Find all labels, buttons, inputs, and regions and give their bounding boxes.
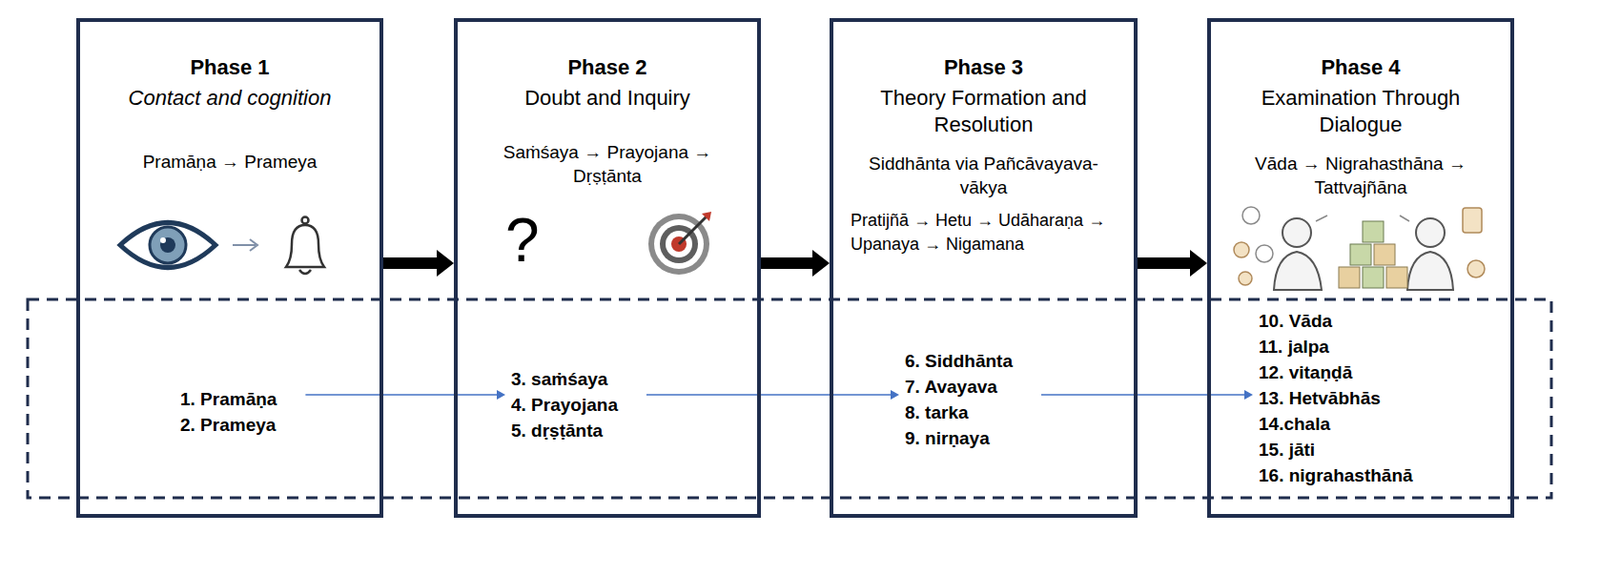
list-item: 6. Siddhānta [904, 348, 1013, 374]
phase-title: Phase 1 [80, 54, 380, 82]
phase-subtitle: Contact and cognition [80, 84, 380, 112]
list-item: 9. nirṇaya [904, 425, 1013, 452]
list-item: 2. Prameya [180, 411, 277, 438]
list-item: 12. vitaṇḍā [1258, 359, 1414, 386]
target-icon [648, 211, 712, 275]
phase-arrow [760, 249, 830, 277]
list-item: 14.chala [1258, 410, 1414, 437]
phase-title: Phase 2 [457, 54, 758, 82]
phase-formula: Siddhānta via Pañcāvayava-vākya [847, 151, 1120, 200]
list-item: 8. tarka [904, 399, 1013, 426]
dashed-band [27, 299, 1552, 498]
flow-arrow [1041, 389, 1253, 400]
term-list: 1. Pramāṇa2. Prameya [180, 386, 277, 438]
eye-icon [120, 223, 216, 268]
phase-arrow [1137, 249, 1208, 277]
list-item: 3. saṁśaya [511, 366, 618, 392]
list-item: 7. Avayava [904, 373, 1013, 400]
phase-sequence: Pratijñā → Hetu → Udāharaṇa → Upanaya → … [850, 208, 1125, 257]
term-list: 3. saṁśaya4. Prayojana5. dṛṣṭānta [511, 366, 618, 444]
flow-arrow [305, 389, 506, 400]
phase-title: Phase 4 [1210, 54, 1511, 82]
bell-icon [286, 217, 325, 275]
phase-title: Phase 3 [833, 54, 1134, 82]
dialogue-illustration [1233, 206, 1485, 290]
flow-arrow [646, 389, 900, 400]
term-list: 6. Siddhānta7. Avayava8. tarka9. nirṇaya [904, 348, 1013, 452]
list-item: 13. Hetvābhās [1258, 385, 1414, 411]
small-arrow [232, 239, 258, 251]
list-item: 11. jalpa [1258, 333, 1414, 360]
question-mark: ? [505, 204, 540, 277]
list-item: 4. Prayojana [511, 391, 618, 418]
phase-box: Phase 3Theory Formation and ResolutionSi… [829, 18, 1138, 518]
list-item: 10. Vāda [1258, 307, 1414, 334]
phase-subtitle: Doubt and Inquiry [457, 84, 758, 112]
phase-formula: Vāda → Nigrahasthāna → Tattvajñāna [1227, 151, 1495, 200]
phase-formula: Saṁśaya → Prayojana → Dṛṣṭānta [483, 140, 732, 188]
phase-box: Phase 4Examination Through DialogueVāda … [1207, 18, 1515, 518]
term-list: 10. Vāda11. jalpa12. vitaṇḍā13. Hetvābhā… [1258, 307, 1414, 489]
list-item: 5. dṛṣṭānta [511, 417, 618, 444]
phase-subtitle: Examination Through Dialogue [1236, 84, 1485, 139]
phase-box: Phase 1Contact and cognitionPramāṇa → Pr… [76, 18, 384, 518]
phase-subtitle: Theory Formation and Resolution [869, 84, 1099, 139]
phase-arrow [383, 249, 454, 277]
list-item: 15. jāti [1258, 436, 1414, 463]
list-item: 16. nigrahasthānā [1258, 462, 1414, 489]
phase-formula: Pramāṇa → Prameya [80, 149, 380, 174]
list-item: 1. Pramāṇa [180, 386, 277, 412]
phase-box: Phase 2Doubt and InquirySaṁśaya → Prayoj… [453, 18, 761, 518]
